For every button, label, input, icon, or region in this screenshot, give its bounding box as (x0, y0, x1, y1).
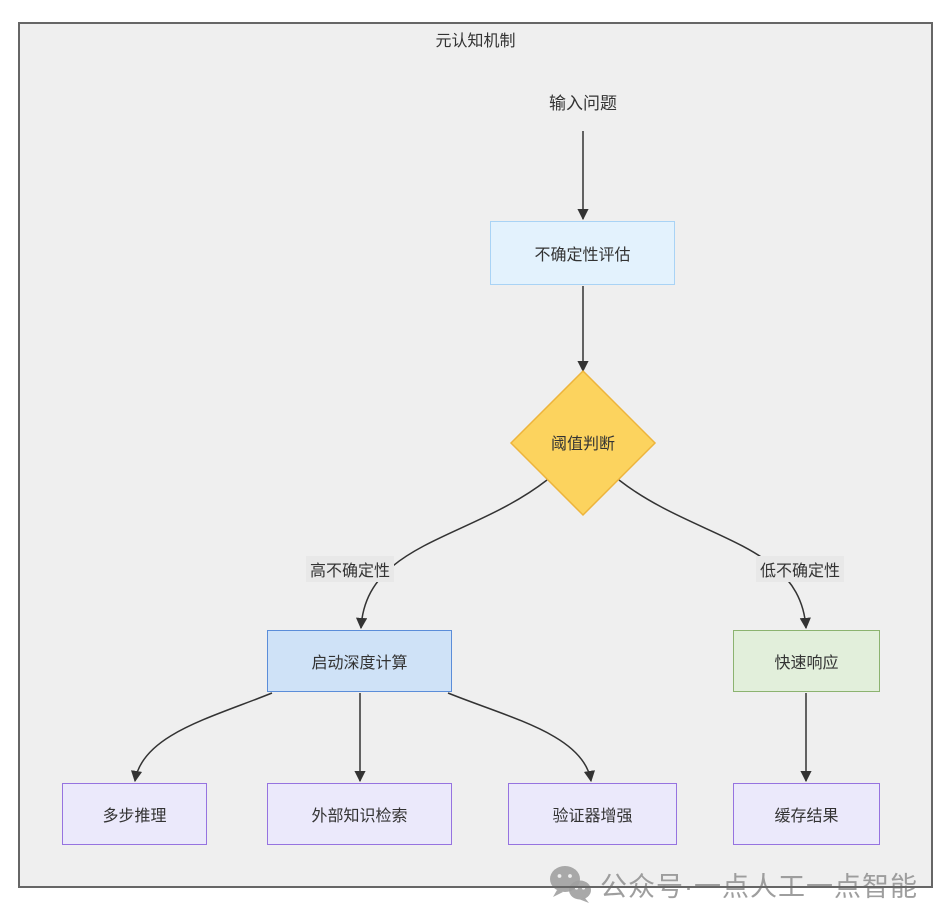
edge-threshold-to-deep (355, 479, 548, 630)
node-label: 不确定性评估 (534, 247, 631, 264)
wechat-icon (550, 866, 591, 903)
node-threshold-judgment: 阈值判断 (550, 436, 615, 453)
node-external-knowledge-retrieval: 外部知识检索 (267, 783, 452, 845)
node-label: 验证器增强 (552, 808, 633, 825)
node-label: 启动深度计算 (311, 655, 408, 672)
node-multistep-reasoning: 多步推理 (62, 783, 207, 845)
edge-threshold-to-fast (618, 479, 811, 630)
edge-deep-to-verifier (447, 692, 596, 783)
node-label: 多步推理 (102, 808, 167, 825)
watermark-text: 公众号·一点人工一点智能 (600, 871, 918, 902)
node-fast-response: 快速响应 (733, 630, 880, 692)
diagram-canvas (18, 22, 933, 888)
node-deep-computation: 启动深度计算 (267, 630, 452, 692)
diagram-title: 元认知机制 (435, 33, 516, 50)
node-input-question: 输入问题 (549, 94, 617, 113)
node-label: 快速响应 (774, 655, 839, 672)
edge-label-high-uncertainty: 高不确定性 (306, 556, 395, 582)
node-label: 外部知识检索 (311, 808, 408, 825)
node-cached-result: 缓存结果 (733, 783, 880, 845)
edge-label-low-uncertainty: 低不确定性 (756, 556, 845, 582)
node-label: 缓存结果 (774, 808, 839, 825)
watermark: 公众号·一点人工一点智能 (548, 864, 918, 904)
node-verifier-enhancement: 验证器增强 (508, 783, 677, 845)
edge-deep-to-multistep (130, 692, 273, 783)
node-uncertainty-assessment: 不确定性评估 (490, 221, 675, 285)
